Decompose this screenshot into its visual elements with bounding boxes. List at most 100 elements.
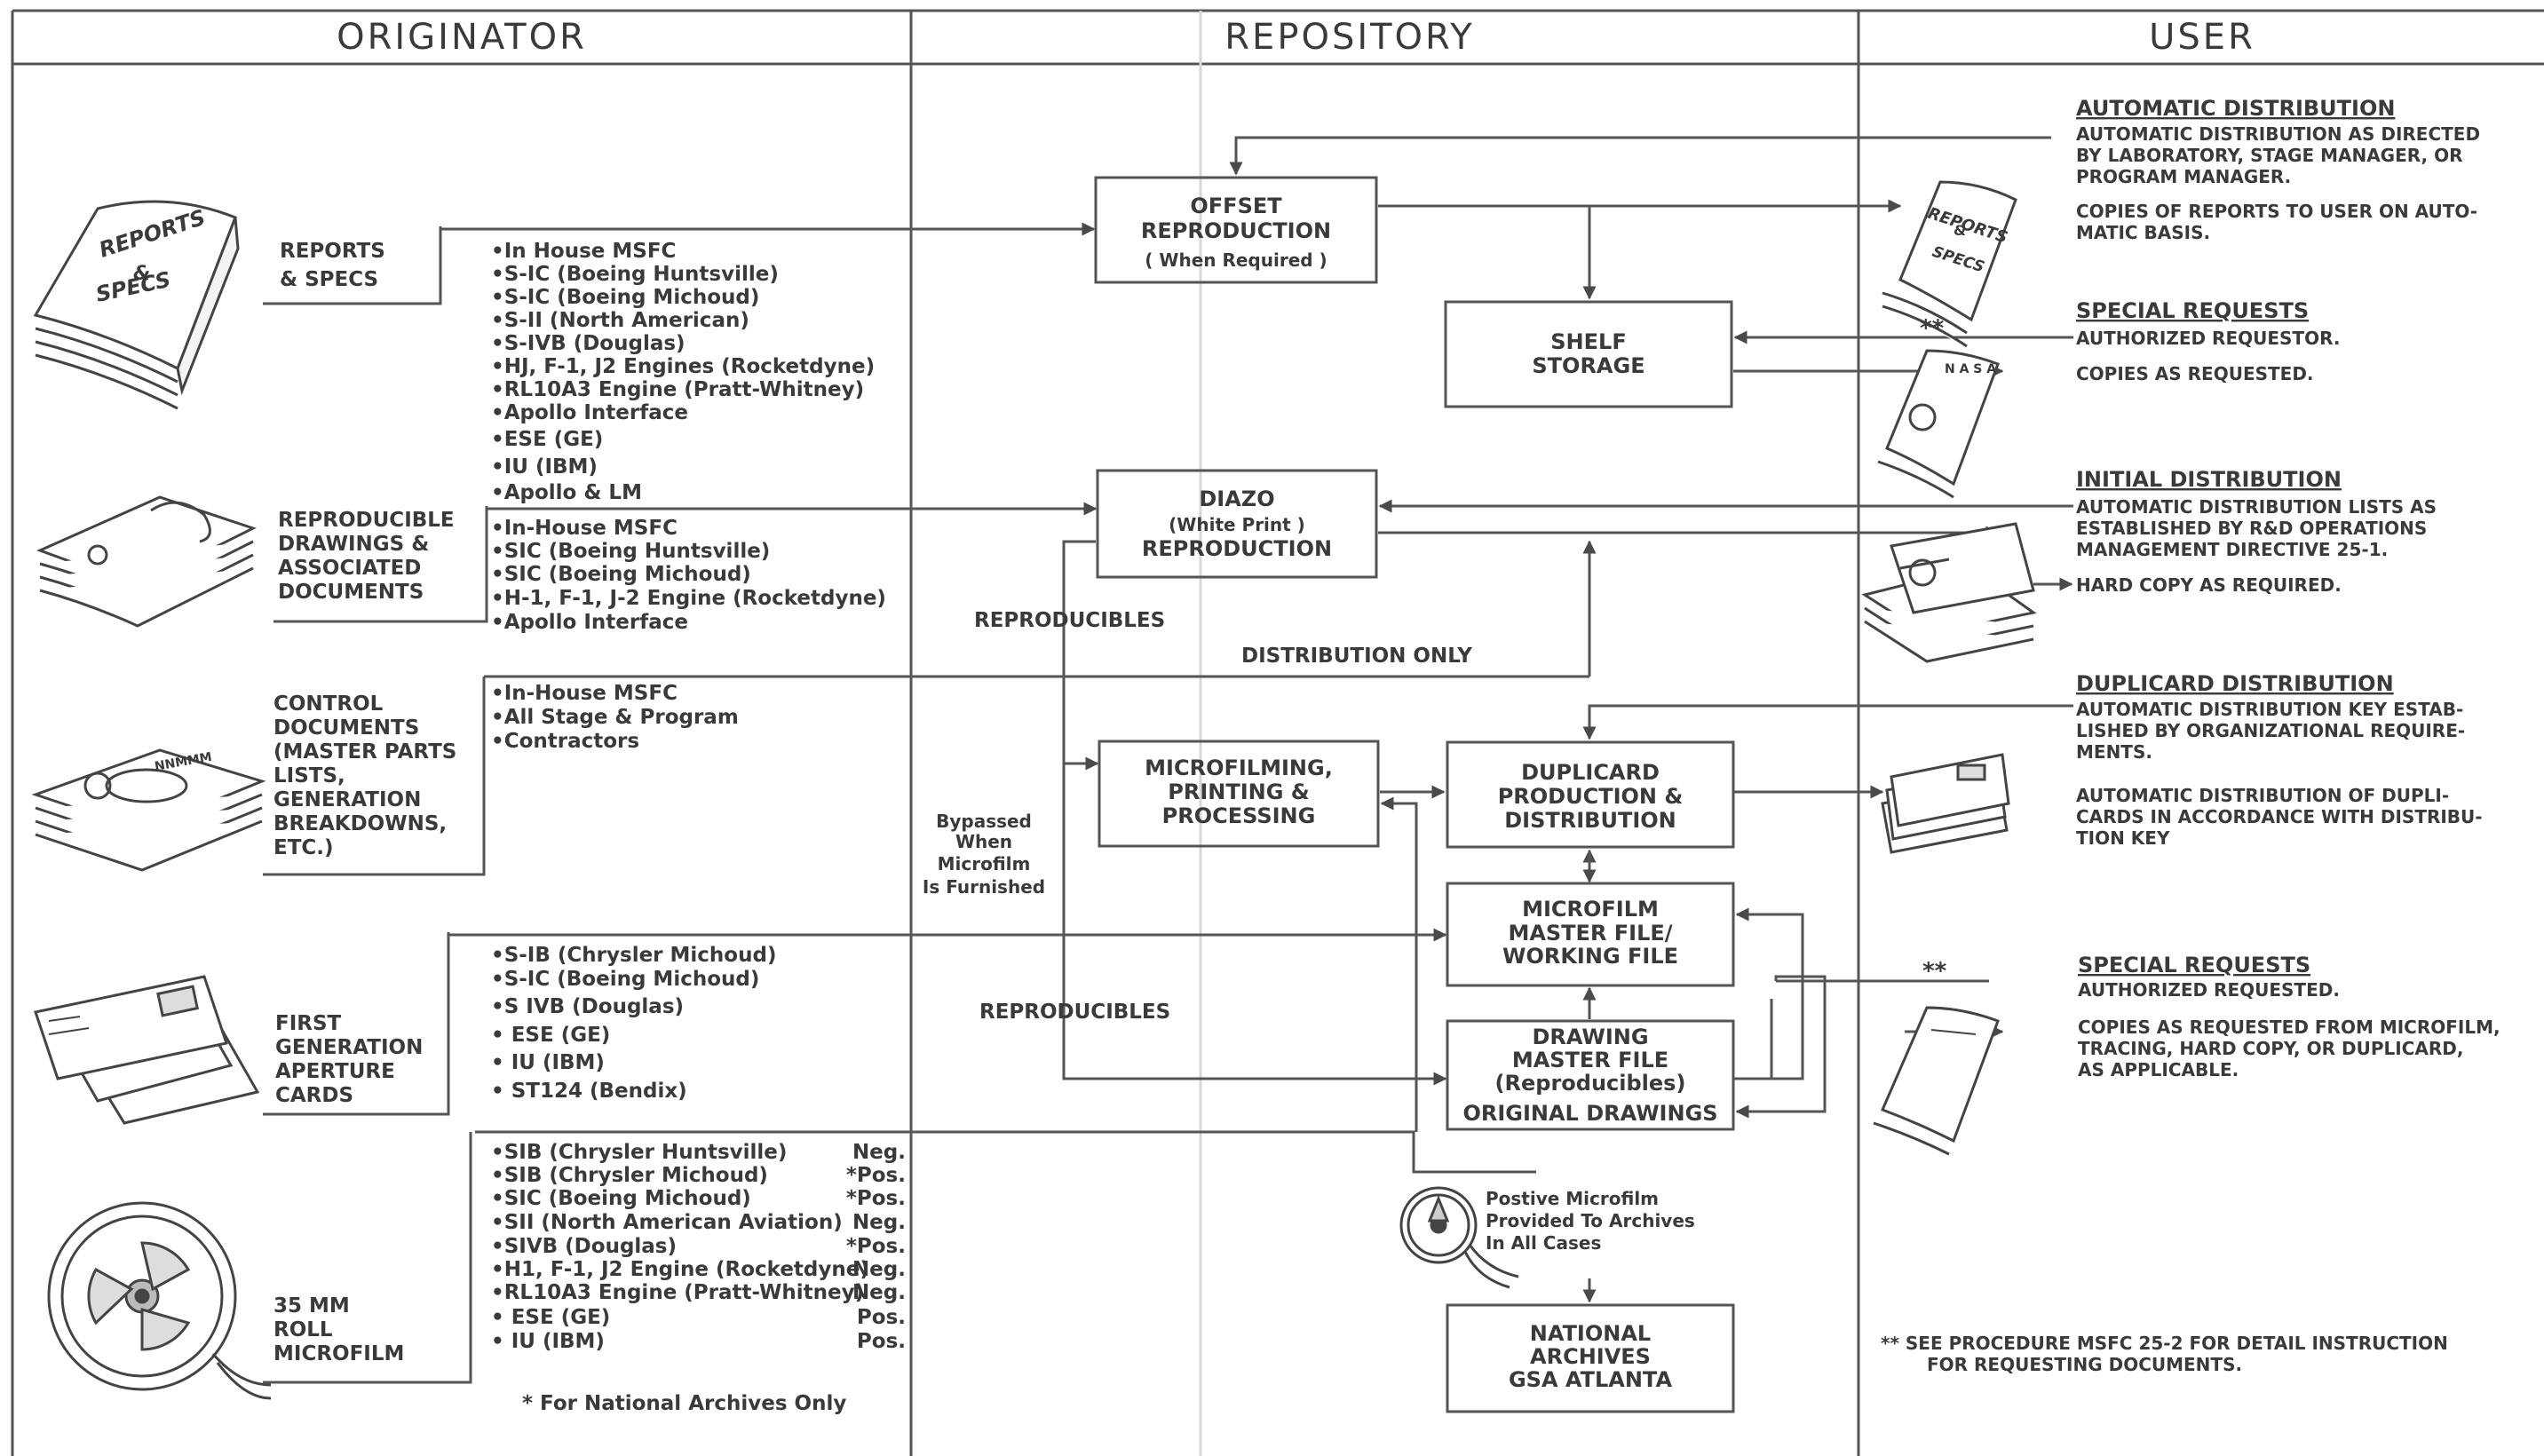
svg-text:Is Furnished: Is Furnished bbox=[923, 876, 1045, 898]
svg-text:MASTER FILE/: MASTER FILE/ bbox=[1508, 921, 1672, 946]
svg-text:SPECIAL REQUESTS: SPECIAL REQUESTS bbox=[2078, 953, 2310, 977]
control-documents-icon: NNMMM bbox=[31, 748, 266, 872]
svg-text:LISTS,: LISTS, bbox=[273, 764, 345, 787]
svg-text:ARCHIVES: ARCHIVES bbox=[1530, 1344, 1651, 1369]
offset-reproduction-box bbox=[1094, 176, 1378, 284]
svg-text:AUTHORIZED REQUESTOR.: AUTHORIZED REQUESTOR. bbox=[2076, 328, 2340, 349]
svg-text:GENERATION: GENERATION bbox=[273, 788, 421, 811]
svg-text:INITIAL DISTRIBUTION: INITIAL DISTRIBUTION bbox=[2076, 467, 2342, 492]
svg-text:•Apollo Interface: •Apollo Interface bbox=[491, 611, 688, 634]
film-reel-icon bbox=[47, 1201, 272, 1400]
microfilm-master-text: MICROFILM MASTER FILE/ WORKING FILE bbox=[1502, 897, 1678, 969]
svg-text:•In-House MSFC: •In-House MSFC bbox=[491, 682, 678, 705]
roll-microfilm-types: Neg. *Pos. *Pos. Neg. *Pos. Neg. Neg. Po… bbox=[846, 1141, 906, 1353]
svg-text:In All Cases: In All Cases bbox=[1486, 1232, 1601, 1254]
svg-text:TION KEY: TION KEY bbox=[2076, 827, 2170, 849]
drawings-icon bbox=[36, 495, 257, 628]
microfilming-box bbox=[1098, 740, 1380, 848]
microfilming-text: MICROFILMING, PRINTING & PROCESSING bbox=[1145, 756, 1333, 828]
distribution-only-label: DISTRIBUTION ONLY bbox=[1241, 645, 1472, 668]
svg-text:GENERATION: GENERATION bbox=[275, 1036, 423, 1059]
duplicard-distribution-section: DUPLICARD DISTRIBUTION AUTOMATIC DISTRIB… bbox=[2076, 671, 2483, 849]
source-roll-label: 35 MM ROLL MICROFILM bbox=[273, 1294, 404, 1365]
svg-text:& SPECS: & SPECS bbox=[280, 268, 378, 291]
svg-text:PROGRAM MANAGER.: PROGRAM MANAGER. bbox=[2076, 166, 2291, 187]
svg-text:•SIB (Chrysler Huntsville): •SIB (Chrysler Huntsville) bbox=[491, 1141, 787, 1164]
reproducibles-label-lower: REPRODUCIBLES bbox=[979, 1001, 1170, 1024]
svg-text:When: When bbox=[955, 831, 1012, 852]
svg-text:•Contractors: •Contractors bbox=[491, 730, 639, 753]
header-repository: REPOSITORY bbox=[1224, 17, 1474, 58]
svg-text:DUPLICARD: DUPLICARD bbox=[1521, 760, 1660, 785]
duplicard-box bbox=[1446, 740, 1735, 849]
drawing-master-box bbox=[1446, 1019, 1735, 1131]
diazo-reproduction-text: DIAZO (White Print ) REPRODUCTION bbox=[1142, 487, 1332, 561]
svg-text:Provided To Archives: Provided To Archives bbox=[1486, 1210, 1695, 1231]
svg-text:MANAGEMENT DIRECTIVE 25-1.: MANAGEMENT DIRECTIVE 25-1. bbox=[2076, 539, 2388, 560]
svg-text:AUTOMATIC DISTRIBUTION OF D: AUTOMATIC DISTRIBUTION OF DUPLI- bbox=[2076, 785, 2449, 806]
header-originator: ORIGINATOR bbox=[337, 17, 587, 58]
bypassed-label: Bypassed When Microfilm Is Furnished bbox=[923, 811, 1045, 898]
svg-text:**: ** bbox=[1920, 315, 1945, 342]
svg-text:ESTABLISHED BY R&D OPERATIO: ESTABLISHED BY R&D OPERATIONS bbox=[2076, 518, 2427, 539]
svg-text:NATIONAL: NATIONAL bbox=[1530, 1321, 1651, 1346]
svg-text:•SIB (Chrysler Michoud): •SIB (Chrysler Michoud) bbox=[491, 1164, 768, 1187]
header-user: USER bbox=[2149, 17, 2255, 58]
svg-text:N A S A: N A S A bbox=[1945, 362, 1996, 376]
svg-text:•S-IB (Chrysler Michoud): •S-IB (Chrysler Michoud) bbox=[491, 944, 776, 967]
svg-text:AUTOMATIC DISTRIBUTION: AUTOMATIC DISTRIBUTION bbox=[2076, 96, 2395, 121]
user-reports-icon: REPORTS & SPECS bbox=[1882, 180, 2017, 348]
svg-text:**: ** bbox=[1922, 958, 1947, 985]
aperture-contractor-list: •S-IB (Chrysler Michoud) •S-IC (Boeing M… bbox=[491, 944, 776, 1103]
svg-text:•RL10A3 Engine (Pratt-Whitney): •RL10A3 Engine (Pratt-Whitney) bbox=[491, 1281, 864, 1304]
svg-text:SPECIAL REQUESTS: SPECIAL REQUESTS bbox=[2076, 298, 2309, 323]
svg-text:•SIC (Boeing Huntsville): •SIC (Boeing Huntsville) bbox=[491, 540, 770, 563]
svg-text:*Pos.: *Pos. bbox=[846, 1187, 906, 1210]
svg-text:MASTER FILE: MASTER FILE bbox=[1512, 1048, 1668, 1072]
svg-text:•Apollo & LM: •Apollo & LM bbox=[491, 481, 642, 504]
svg-text:GSA ATLANTA: GSA ATLANTA bbox=[1509, 1367, 1672, 1392]
svg-text:• IU (IBM): • IU (IBM) bbox=[491, 1051, 605, 1074]
shelf-storage-text: SHELF STORAGE bbox=[1532, 329, 1644, 378]
user-nasa-document-icon: N A S A bbox=[1877, 349, 2000, 499]
svg-text:•SIC (Boeing Michoud): •SIC (Boeing Michoud) bbox=[491, 1187, 751, 1210]
reports-contractor-list: •In House MSFC •S-IC (Boeing Huntsville)… bbox=[491, 240, 875, 504]
user-special-request-icon bbox=[1873, 1006, 2000, 1156]
svg-text:AUTHORIZED REQUESTED.: AUTHORIZED REQUESTED. bbox=[2078, 979, 2340, 1001]
svg-text:DISTRIBUTION: DISTRIBUTION bbox=[1504, 808, 1676, 833]
svg-text:** SEE PROCEDURE MSFC 25-2 FOR: ** SEE PROCEDURE MSFC 25-2 FOR DETAIL IN… bbox=[1881, 1333, 2448, 1354]
svg-text:BREAKDOWNS,: BREAKDOWNS, bbox=[273, 812, 447, 835]
roll-footnote: * For National Archives Only bbox=[522, 1392, 846, 1415]
svg-text:Microfilm: Microfilm bbox=[938, 853, 1031, 874]
svg-text:COPIES OF REPORTS TO USER ON A: COPIES OF REPORTS TO USER ON AUTO- bbox=[2076, 201, 2477, 222]
reproducibles-label-upper: REPRODUCIBLES bbox=[974, 609, 1165, 632]
svg-text:•SII (North American Aviation): •SII (North American Aviation) bbox=[491, 1211, 843, 1234]
svg-text:•In House MSFC: •In House MSFC bbox=[491, 240, 676, 263]
svg-text:CONTROL: CONTROL bbox=[273, 692, 384, 716]
shelf-storage-box bbox=[1444, 300, 1733, 408]
svg-text:APERTURE: APERTURE bbox=[275, 1060, 395, 1083]
svg-text:HARD COPY AS REQUIRED.: HARD COPY AS REQUIRED. bbox=[2076, 574, 2342, 596]
svg-text:•S-IC (Boeing Michoud): •S-IC (Boeing Michoud) bbox=[491, 968, 759, 991]
svg-text:Neg.: Neg. bbox=[852, 1211, 906, 1234]
national-archives-box bbox=[1446, 1303, 1735, 1413]
svg-text:REPRODUCTION: REPRODUCTION bbox=[1141, 218, 1331, 243]
svg-text:MATIC BASIS.: MATIC BASIS. bbox=[2076, 222, 2210, 243]
svg-text:DRAWINGS &: DRAWINGS & bbox=[278, 533, 429, 556]
svg-text:•ESE (GE): •ESE (GE) bbox=[491, 428, 603, 451]
svg-text:*Pos.: *Pos. bbox=[846, 1235, 906, 1258]
reproducible-contractor-list: •In-House MSFC •SIC (Boeing Huntsville) … bbox=[491, 517, 886, 634]
source-reproducible-label: REPRODUCIBLE DRAWINGS & ASSOCIATED DOCUM… bbox=[278, 509, 455, 604]
svg-text:•H-1, F-1, J-2 Engine (Rocketd: •H-1, F-1, J-2 Engine (Rocketdyne) bbox=[491, 587, 886, 610]
originator-brackets bbox=[263, 226, 911, 1384]
positive-microfilm-label: Postive Microfilm Provided To Archives I… bbox=[1486, 1188, 1695, 1254]
svg-text:DOCUMENTS: DOCUMENTS bbox=[278, 581, 424, 604]
svg-text:•RL10A3 Engine (Pratt-Whitney): •RL10A3 Engine (Pratt-Whitney) bbox=[491, 378, 864, 401]
svg-text:(MASTER PARTS: (MASTER PARTS bbox=[273, 740, 456, 764]
svg-text:Postive Microfilm: Postive Microfilm bbox=[1486, 1188, 1659, 1209]
svg-text:•HJ, F-1, J2 Engines (Rocketdy: •HJ, F-1, J2 Engines (Rocketdyne) bbox=[491, 355, 875, 378]
svg-text:Neg.: Neg. bbox=[852, 1258, 906, 1281]
diazo-reproduction-box bbox=[1096, 469, 1378, 579]
